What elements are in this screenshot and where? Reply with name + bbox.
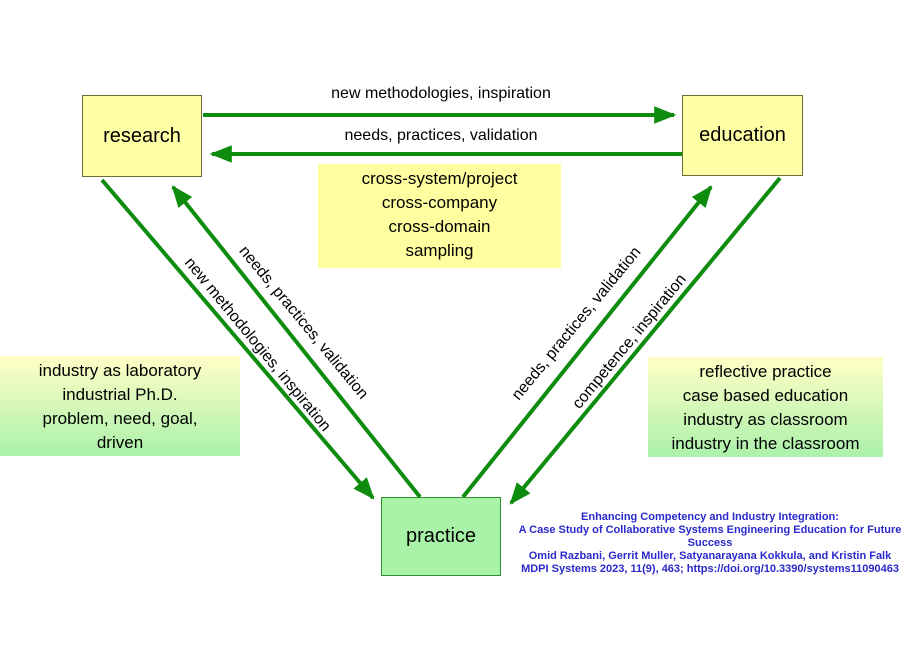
center-note-line: cross-company — [381, 193, 498, 212]
citation: Enhancing Competency and Industry Integr… — [500, 511, 920, 576]
node-education-label: education — [699, 124, 786, 146]
node-practice: practice — [381, 497, 501, 576]
left-note-line: driven — [96, 433, 144, 452]
node-research-label: research — [103, 124, 181, 147]
left-note-line: problem, need, goal, — [42, 409, 198, 428]
education-practice-note-box: reflective practice case based education… — [648, 357, 883, 457]
center-note-line: sampling — [405, 241, 474, 260]
center-note-box: cross-system/project cross-company cross… — [318, 164, 561, 268]
edge-label-education-to-research: needs, practices, validation — [344, 127, 538, 144]
center-note-line: cross-domain — [388, 217, 491, 236]
left-note-line: industrial Ph.D. — [62, 385, 178, 404]
node-education: education — [682, 95, 803, 176]
right-note-line: industry as classroom — [683, 410, 848, 429]
node-research: research — [82, 95, 202, 177]
citation-doi-line: MDPI Systems 2023, 11(9), 463; https://d… — [521, 563, 899, 575]
citation-title-line: A Case Study of Collaborative Systems En… — [518, 524, 902, 549]
left-note-line: industry as laboratory — [38, 361, 202, 380]
research-practice-note-box: industry as laboratory industrial Ph.D. … — [0, 356, 240, 456]
citation-authors-line: Omid Razbani, Gerrit Muller, Satyanaraya… — [528, 550, 892, 562]
center-note-line: cross-system/project — [361, 169, 518, 188]
edge-label-research-to-education: new methodologies, inspiration — [331, 85, 551, 102]
right-note-line: industry in the classroom — [671, 434, 860, 453]
right-note-line: reflective practice — [699, 362, 832, 381]
node-practice-label: practice — [405, 525, 477, 547]
right-note-line: case based education — [682, 386, 849, 405]
citation-title-line: Enhancing Competency and Industry Integr… — [581, 511, 839, 523]
